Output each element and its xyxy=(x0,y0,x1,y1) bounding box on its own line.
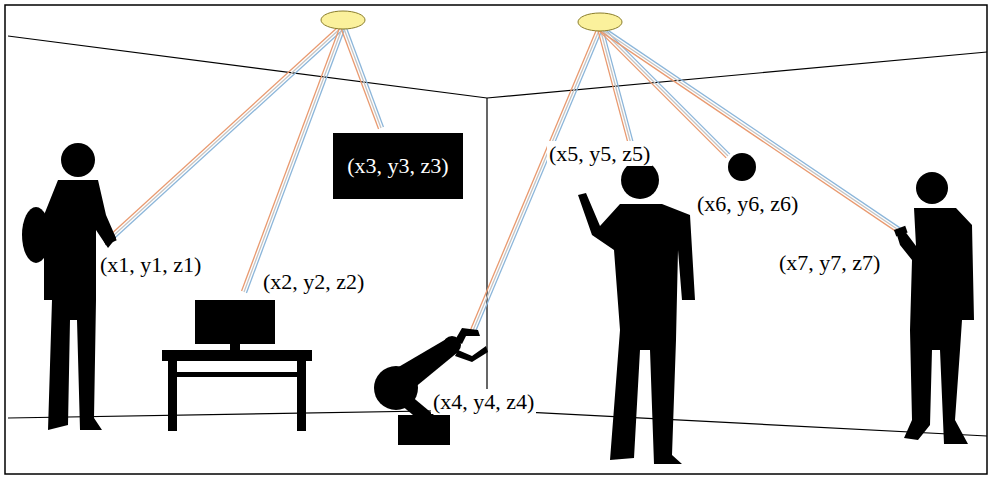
coordinate-label: (x4, y4, z4) xyxy=(431,389,536,414)
person-silhouette xyxy=(578,161,695,464)
light-ray xyxy=(600,28,900,231)
light-ray xyxy=(599,30,899,233)
frame xyxy=(5,5,987,474)
robot-gripper xyxy=(455,328,480,344)
light-ray xyxy=(242,25,341,291)
light-ray xyxy=(601,26,901,229)
light-ray xyxy=(341,27,379,129)
desk-top xyxy=(162,350,312,361)
ceiling-edge xyxy=(8,36,487,98)
robot-arm xyxy=(374,328,488,445)
desk-leg xyxy=(168,361,177,431)
person-silhouette xyxy=(22,143,117,430)
coordinate-label: (x7, y7, z7) xyxy=(777,250,882,275)
light-ray xyxy=(343,26,381,128)
light-ray xyxy=(598,30,726,158)
light-ray xyxy=(113,26,343,236)
coordinate-label: (x3, y3, z3) xyxy=(347,153,448,179)
coordinate-label: (x5, y5, z5) xyxy=(547,141,652,166)
light-ray xyxy=(345,25,383,127)
head xyxy=(61,143,95,177)
robot-gripper xyxy=(455,346,488,362)
coordinate-label: (x6, y6, z6) xyxy=(695,191,800,216)
light-rays xyxy=(111,24,901,334)
desk-rail xyxy=(177,372,297,377)
monitor xyxy=(195,300,275,344)
desk-leg xyxy=(297,361,306,431)
body xyxy=(578,193,695,464)
coordinate-label: (x1, y1, z1) xyxy=(98,252,203,277)
light-ray xyxy=(246,27,345,293)
ceiling-light xyxy=(578,13,622,31)
light-ray xyxy=(472,28,600,333)
phone xyxy=(103,234,117,245)
ceiling-edge xyxy=(487,52,987,98)
head xyxy=(916,172,948,204)
coordinate-label: (x2, y2, z2) xyxy=(261,269,366,294)
desk-with-monitor xyxy=(162,300,312,431)
body xyxy=(44,180,116,430)
phone xyxy=(894,226,908,237)
light-ray xyxy=(600,28,728,156)
wall-corner xyxy=(486,98,487,410)
ceiling-light xyxy=(321,11,365,29)
person-silhouette xyxy=(894,172,974,444)
head xyxy=(621,161,659,199)
light-ray xyxy=(244,26,343,292)
light-ray xyxy=(115,28,345,238)
ball-object xyxy=(728,153,756,181)
body xyxy=(896,208,974,444)
light-ray xyxy=(474,29,602,334)
screen-display: (x3, y3, z3) xyxy=(333,133,463,199)
light-ray xyxy=(470,27,598,332)
